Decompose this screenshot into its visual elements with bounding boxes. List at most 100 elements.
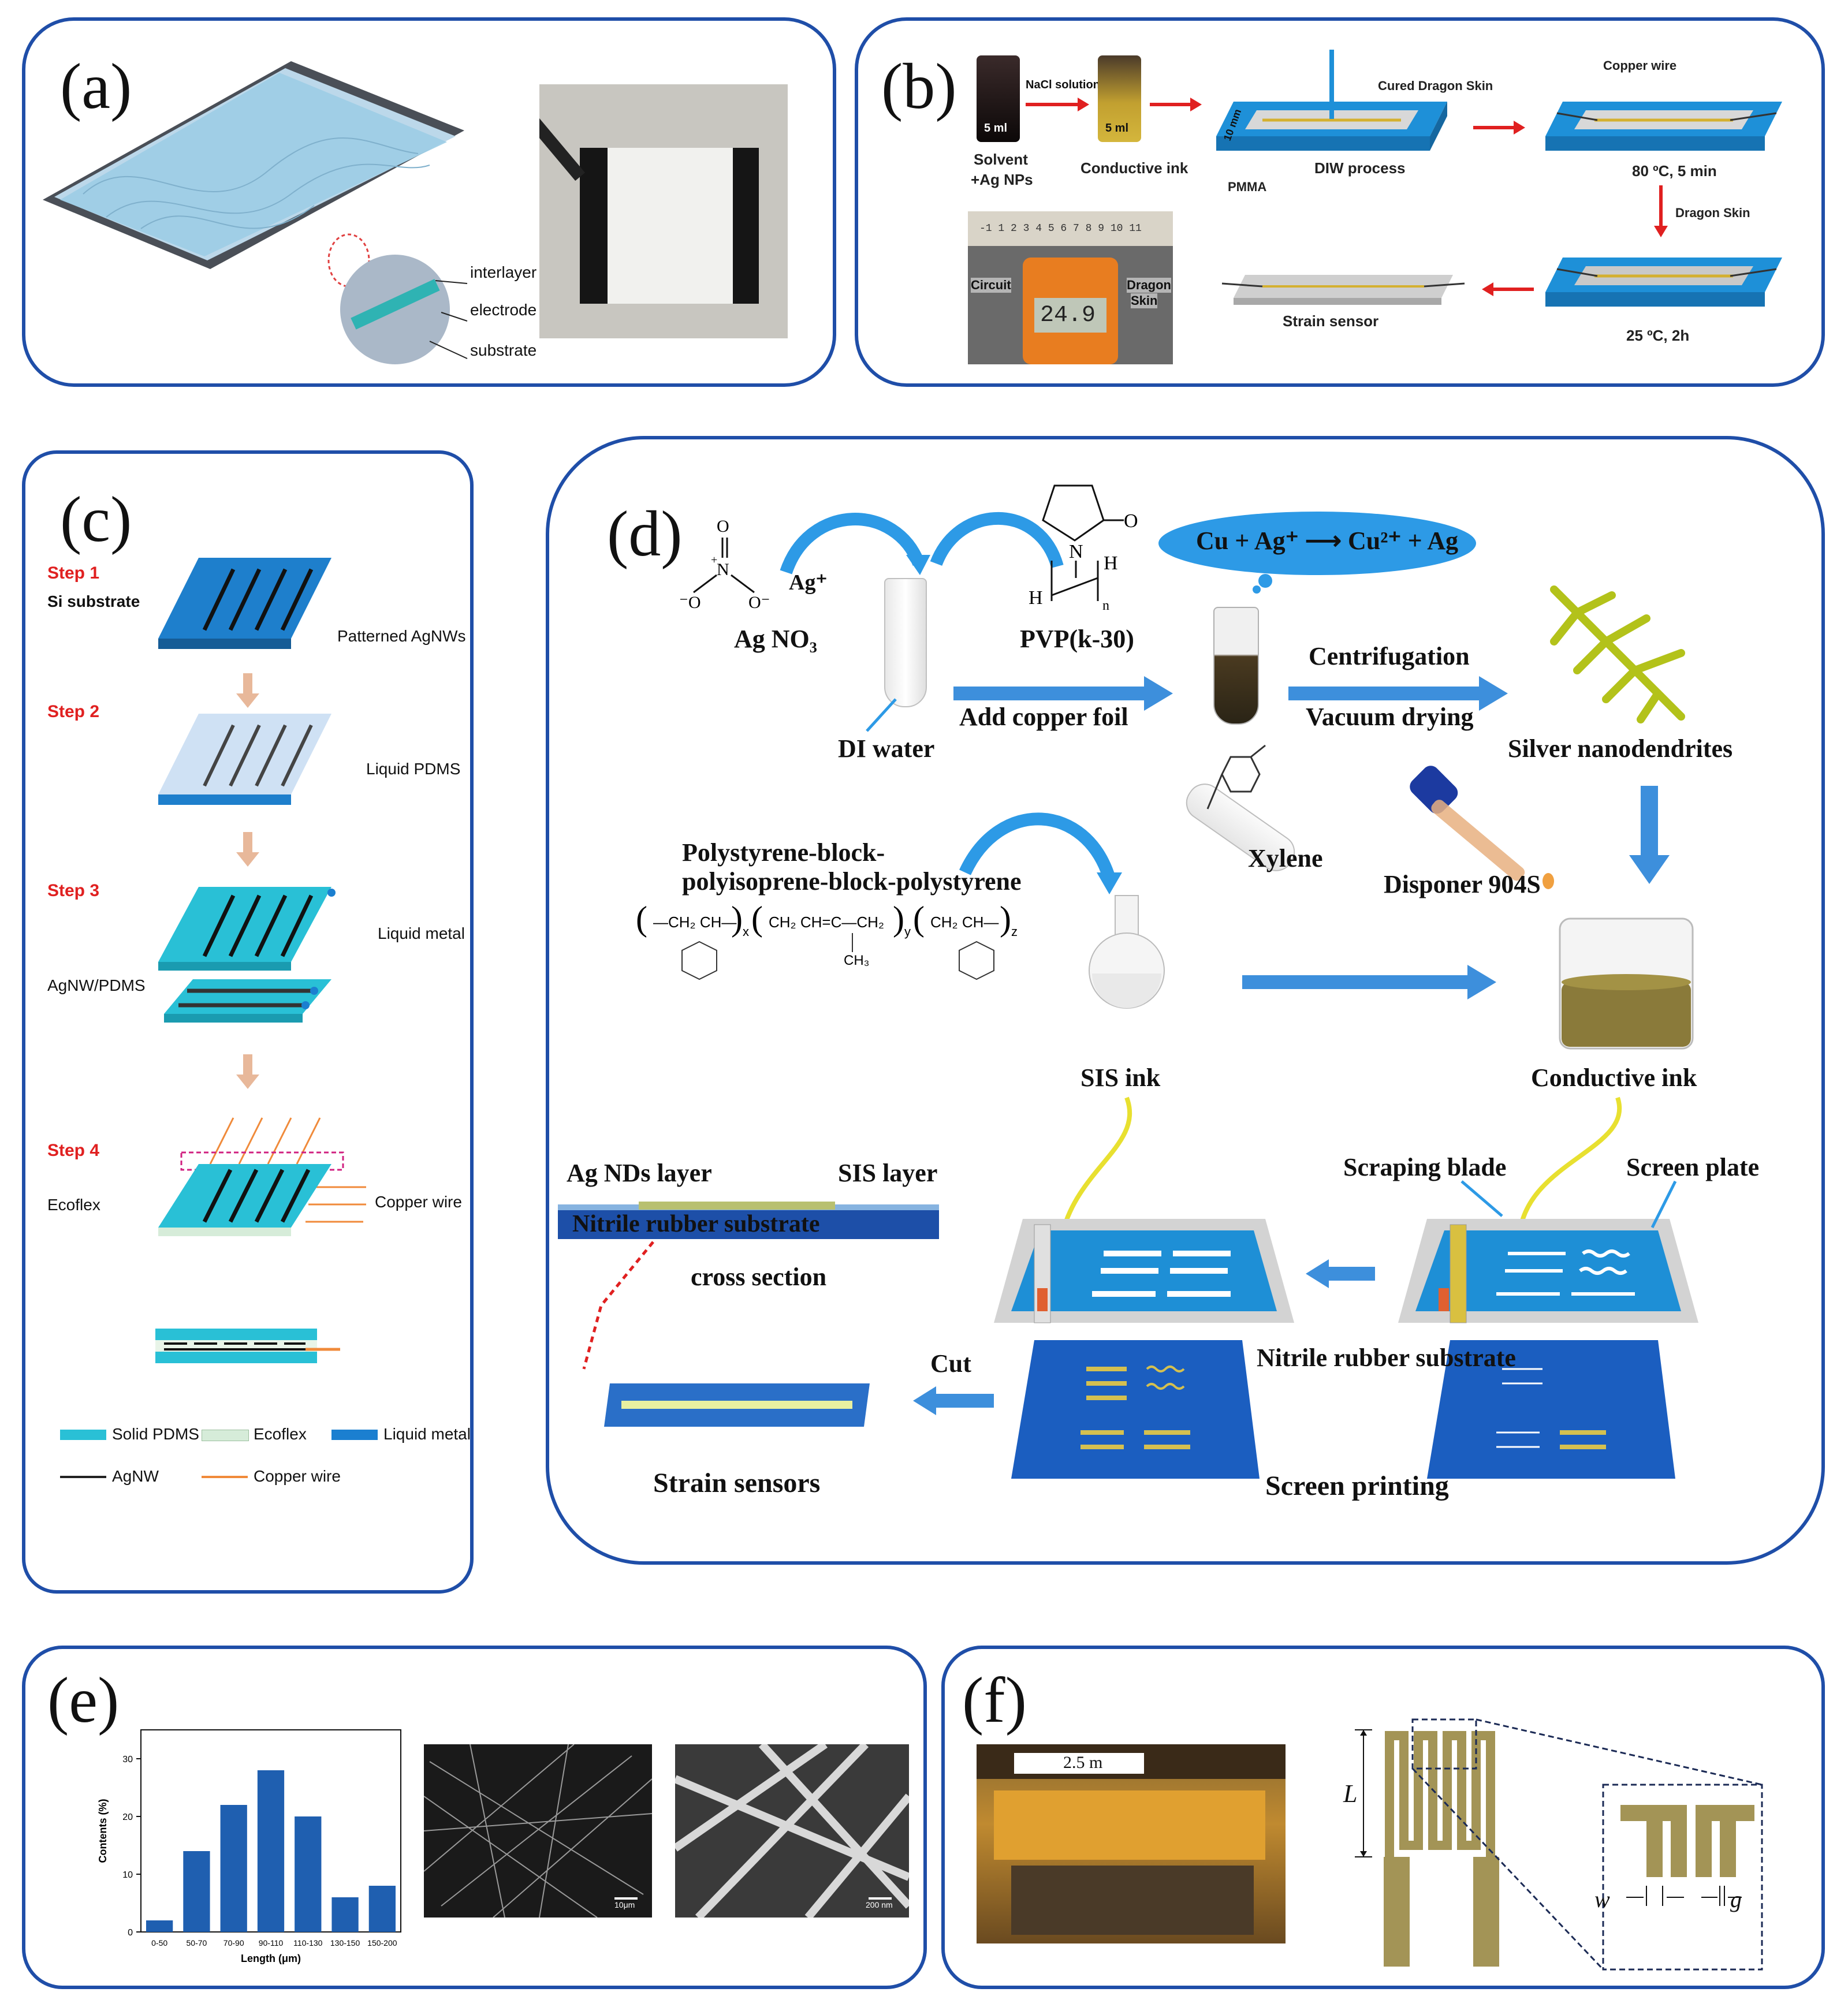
svg-text:n: n [1102, 598, 1109, 613]
step-80c: 80 ºC, 5 min [1632, 162, 1717, 180]
x-axis-label: Length (μm) [241, 1953, 301, 1964]
add-copper-foil: Add copper foil [959, 703, 1128, 731]
screen-printing-label: Screen printing [1265, 1471, 1449, 1501]
nitrile-label: Nitrile rubber substrate [1257, 1344, 1516, 1372]
arrow-left-screens [1306, 1259, 1375, 1288]
panel-label-b: (b) [881, 51, 957, 122]
arrow-cut [913, 1386, 994, 1415]
silver-nanodendrites-label: Silver nanodendrites [1508, 734, 1733, 763]
sis-layer-label: SIS layer [838, 1159, 938, 1187]
di-pointer [866, 698, 897, 732]
yellow-feed-left [1061, 1096, 1132, 1232]
arrow-to-beaker [1242, 965, 1496, 999]
x-tick-label: 50-70 [187, 1938, 207, 1948]
legend-ecoflex-swatch [202, 1430, 249, 1441]
panel-d: (d) O N + ⁻O O⁻ Ag⁺ Ag NO₃ O N H H n PVP… [546, 436, 1825, 1565]
step-1: Step 1 [47, 564, 100, 583]
svg-text:): ) [893, 900, 904, 938]
callout-interlayer: interlayer [470, 263, 537, 281]
vial2-volume: 5 ml [1105, 122, 1129, 135]
x-tick-label: 130-150 [330, 1938, 360, 1948]
sem-image-high-mag: 200 nm [675, 1744, 909, 1918]
panel-label-f: (f) [962, 1665, 1027, 1736]
y-axis-label: Contents (%) [97, 1799, 109, 1863]
down-arrow-3 [236, 1054, 259, 1089]
strain-sensor-strip [1221, 275, 1465, 305]
arrow-nacl [1026, 98, 1089, 111]
gap-g-label: g [1730, 1886, 1742, 1912]
ag-plus: Ag⁺ [789, 570, 828, 595]
legend-liquid-metal: Liquid metal [383, 1425, 471, 1443]
sis-structure: ( —CH₂ CH— ) x ( CH₂ CH=C—CH₂ ) y CH₃ ( … [636, 900, 1018, 980]
test-tube-di [884, 578, 927, 707]
solvent-label: Solvent [974, 151, 1028, 168]
svg-text:y: y [904, 924, 911, 939]
copper-wire-label-c: Copper wire [375, 1193, 462, 1211]
y-tick-label: 30 [122, 1755, 133, 1764]
svg-text:CH₂ CH=C—CH₂: CH₂ CH=C—CH₂ [769, 913, 884, 931]
sample-photo [539, 84, 788, 338]
step3-assembly [158, 887, 336, 1023]
test-tube-copper [1213, 607, 1259, 725]
legend-agnw: AgNW [112, 1467, 159, 1485]
svg-text:(: ( [751, 900, 763, 938]
sis-ink-label: SIS ink [1081, 1064, 1161, 1092]
bar [295, 1816, 322, 1932]
legend-ecoflex: Ecoflex [254, 1425, 307, 1443]
panel-label-a: (a) [60, 51, 132, 122]
step-3: Step 3 [47, 881, 100, 900]
printed-substrate-left [1011, 1340, 1260, 1479]
ag-nds-layer-label: Ag NDs layer [567, 1159, 712, 1187]
svg-text:CH₃: CH₃ [844, 953, 869, 968]
arrow-to-copper [1473, 121, 1525, 135]
disponer-label: Disponer 904S [1384, 870, 1541, 898]
reaction-equation: Cu + Ag⁺ ⟶ Cu²⁺ + Ag [1196, 527, 1459, 555]
cross-section-label: cross section [691, 1263, 827, 1291]
sis-flask [1089, 895, 1165, 1009]
arrow-centrifugation [1288, 676, 1508, 711]
pvp-label: PVP(k-30) [1020, 625, 1134, 653]
step-25c: 25 ºC, 2h [1626, 327, 1690, 344]
dropper [1410, 766, 1554, 889]
factory-photo: 2.5 m [977, 1744, 1286, 1943]
sem-image-low-mag: 10μm [424, 1744, 652, 1918]
curved-arrow-sis [959, 812, 1122, 894]
strain-sensors-label: Strain sensors [653, 1468, 821, 1498]
svg-text:): ) [731, 900, 743, 938]
down-arrow-2 [236, 832, 259, 867]
serpentine-sensor [1355, 1718, 1763, 1971]
diw-substrate [1216, 50, 1447, 151]
cross-section-dashed [582, 1241, 654, 1370]
panel-b: (b) 5 ml Solvent +Ag NPs NaCl solution 5… [855, 17, 1825, 387]
meter-reading: 24.9 [1040, 303, 1096, 329]
patterned-agnws-label: Patterned AgNWs [337, 627, 466, 645]
svg-text:x: x [743, 924, 749, 939]
scale-bar-1 [614, 1897, 638, 1900]
sis-name-1: Polystyrene-block- [682, 838, 885, 867]
bar [183, 1851, 210, 1932]
vial1-volume: 5 ml [984, 122, 1008, 135]
step-4: Step 4 [47, 1141, 100, 1160]
solvent-vial [977, 55, 1020, 142]
svg-text:z: z [1011, 924, 1018, 939]
curved-arrows-top [780, 512, 1064, 575]
panel-f: (f) 2.5 m L w g [941, 1646, 1825, 1989]
step2-liquid-pdms [158, 714, 331, 805]
arrow-down-silver [1629, 786, 1670, 884]
svg-text:H: H [1029, 587, 1043, 609]
conductive-ink-label: Conductive ink [1081, 159, 1188, 177]
factory-scale-label: 2.5 m [1063, 1753, 1103, 1772]
length-L-label: L [1343, 1780, 1358, 1808]
dragon-photo-label-2: Skin [1131, 293, 1158, 308]
svg-text:(: ( [636, 900, 647, 938]
si-substrate-label: Si substrate [47, 592, 140, 610]
cross-section [155, 1329, 340, 1363]
svg-text:O: O [717, 517, 729, 536]
bar [368, 1886, 396, 1932]
circuit-label: Circuit [971, 278, 1011, 293]
layered-device-illustration [43, 61, 468, 364]
arrow-to-diw [1150, 98, 1202, 111]
svg-text:O: O [1124, 510, 1138, 532]
scraping-blade-label: Scraping blade [1343, 1153, 1507, 1181]
